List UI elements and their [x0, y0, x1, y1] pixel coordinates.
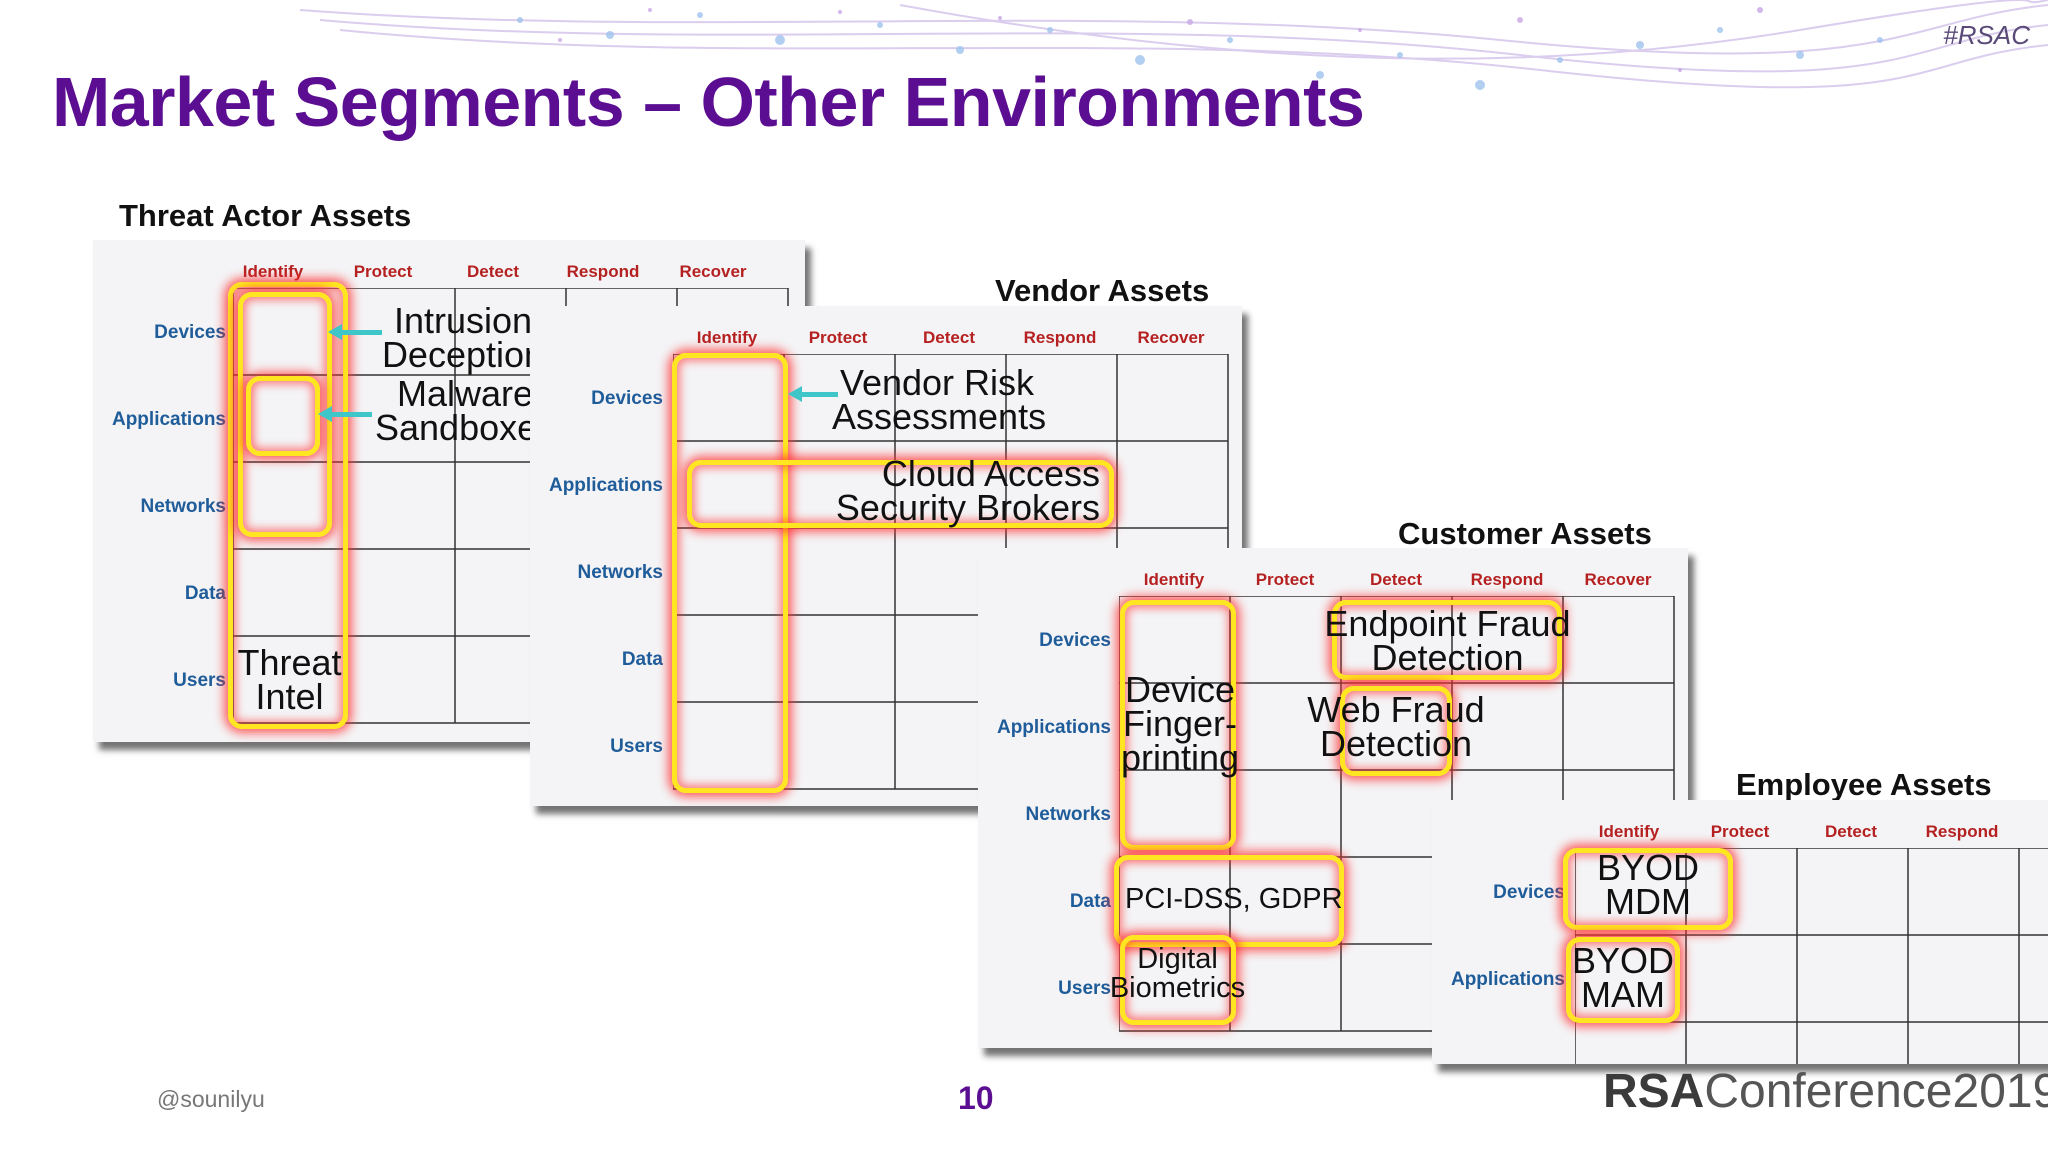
col-protect: Protect — [353, 262, 413, 281]
highlight-endpoint-fraud-detection — [1332, 600, 1562, 680]
row-networks: Networks — [577, 562, 663, 583]
slide-title: Market Segments – Other Environments — [52, 63, 1365, 141]
arrow-left-icon — [318, 406, 372, 422]
customer-label: Customer Assets — [1398, 516, 1652, 551]
highlight-cloud-access-security-brokers — [687, 460, 1114, 528]
highlight-digital-biometrics — [1120, 935, 1236, 1025]
employee-label: Employee Assets — [1736, 767, 1992, 802]
highlight-byod-mam — [1566, 937, 1680, 1023]
col-detect: Detect — [1825, 822, 1877, 841]
row-data: Data — [1069, 891, 1111, 912]
col-protect: Protect — [1255, 570, 1315, 589]
arrow-left-icon — [788, 386, 838, 402]
row-users: Users — [610, 736, 663, 757]
col-detect: Detect — [923, 328, 975, 347]
highlight-identify-column — [228, 282, 348, 729]
highlight-device-fingerprinting — [1120, 600, 1236, 850]
threat-actor-label: Threat Actor Assets — [119, 198, 412, 233]
row-devices: Devices — [591, 388, 663, 409]
row-devices: Devices — [154, 322, 226, 343]
col-respond: Respond — [566, 262, 640, 281]
arrow-left-icon — [328, 324, 382, 340]
employee-grid — [1575, 848, 2048, 1064]
col-respond: Respond — [1023, 328, 1097, 347]
label-pci-dss-gdpr: PCI-DSS, GDPR — [1125, 883, 1343, 915]
footer-handle: @sounilyu — [157, 1086, 265, 1112]
col-recover: Recover — [679, 262, 747, 281]
col-recover: Recover — [1584, 570, 1652, 589]
highlight-byod-mdm — [1563, 848, 1733, 930]
page-number: 10 — [958, 1080, 994, 1116]
row-applications: Applications — [548, 475, 663, 496]
row-devices: Devices — [1039, 630, 1111, 651]
row-applications: Applications — [1450, 969, 1565, 990]
highlight-identify-column — [672, 353, 788, 793]
col-protect: Protect — [1710, 822, 1770, 841]
row-applications: Applications — [996, 717, 1111, 738]
row-networks: Networks — [1025, 804, 1111, 825]
highlight-malware-sandboxes — [246, 376, 320, 456]
row-data: Data — [184, 583, 226, 604]
col-recover: Recover — [1137, 328, 1205, 347]
row-users: Users — [173, 670, 226, 691]
col-respond: Respond — [1925, 822, 1999, 841]
row-applications: Applications — [111, 409, 226, 430]
row-data: Data — [621, 649, 663, 670]
col-respond: Respond — [1470, 570, 1544, 589]
row-networks: Networks — [140, 496, 226, 517]
col-identify: Identify — [1598, 822, 1660, 841]
row-devices: Devices — [1493, 882, 1565, 903]
hashtag: #RSAC — [1943, 20, 2030, 50]
col-identify: Identify — [696, 328, 758, 347]
rsa-conference-logo: RSAConference2019 — [1603, 1065, 2048, 1118]
col-protect: Protect — [808, 328, 868, 347]
col-detect: Detect — [467, 262, 519, 281]
col-identify: Identify — [1143, 570, 1205, 589]
col-identify: Identify — [242, 262, 304, 281]
vendor-label: Vendor Assets — [995, 273, 1210, 308]
highlight-web-fraud-detection — [1340, 686, 1452, 776]
employee-panel: Identify Protect Detect Respond Devices … — [1432, 800, 2048, 1064]
row-users: Users — [1058, 978, 1111, 999]
col-detect: Detect — [1370, 570, 1422, 589]
